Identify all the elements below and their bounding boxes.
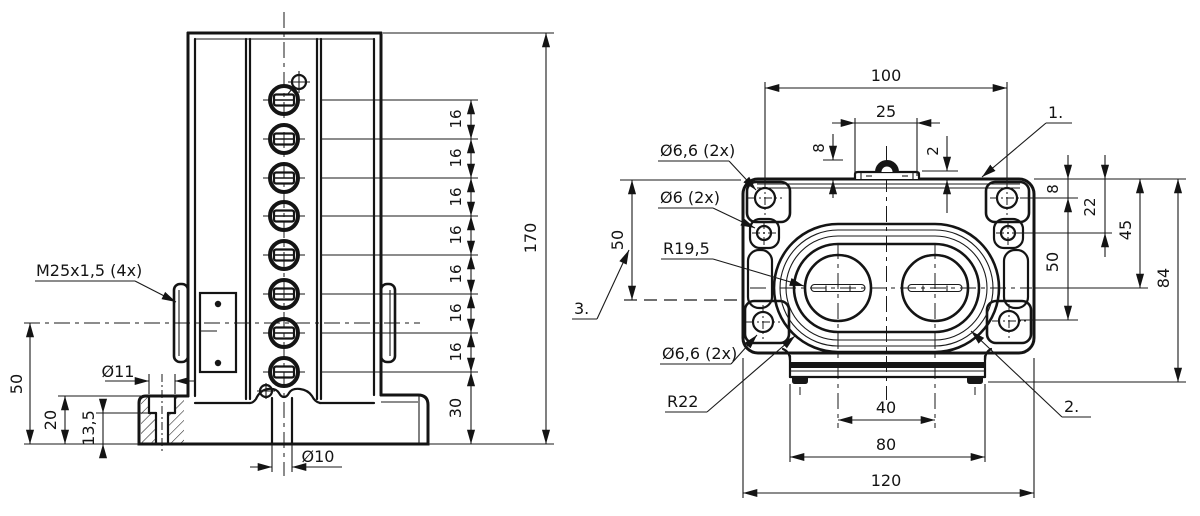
- callout-dia6: Ø6 (2x): [658, 188, 756, 229]
- dim-16-label: 16: [447, 264, 465, 283]
- dim-16-label: 16: [447, 303, 465, 322]
- dim-total-width: 120: [742, 358, 1035, 498]
- dim-total-height: 170: [383, 32, 554, 444]
- dim-16-label: 16: [447, 109, 465, 128]
- base-flange: [137, 383, 430, 446]
- dim-2-label: 2: [924, 146, 942, 156]
- dim-80-label: 80: [876, 435, 896, 454]
- terminal-screw: [263, 356, 305, 388]
- dims-right-stack: 8 22 50 45 84: [988, 155, 1186, 383]
- dim-45-label: 45: [1116, 220, 1135, 240]
- mounting-holes: [746, 181, 1026, 339]
- dim-170-label: 170: [521, 223, 540, 254]
- terminal-screw: [263, 123, 305, 155]
- dim-13-5-label: 13,5: [79, 410, 98, 446]
- callout-r19-5: R19,5: [661, 239, 805, 287]
- note-1-label: 1.: [1048, 103, 1063, 122]
- dim-hole-spacing-h: 100: [764, 66, 1008, 182]
- terminal-screw: [263, 200, 305, 232]
- dim-25-label: 25: [876, 102, 896, 121]
- r19-5-label: R19,5: [663, 239, 710, 258]
- dim-base-height: 30: [428, 372, 554, 445]
- dim-dia10: Ø10: [250, 444, 342, 472]
- dia6-label: Ø6 (2x): [660, 188, 720, 207]
- dim-left-height: 50: [608, 179, 741, 300]
- terminal-screw: [263, 278, 305, 310]
- dim-base-thickness: 20: [41, 395, 141, 444]
- dim-dia10-label: Ø10: [302, 447, 335, 466]
- dim-pitch-stack: 16 16 16 16 16 16 16: [321, 99, 478, 373]
- note-3-label: 3.: [574, 299, 589, 318]
- foot-bracket: [781, 347, 993, 395]
- dim-8-top-label: 8: [810, 143, 828, 153]
- side-view-centerlines: [24, 12, 420, 476]
- base-position-symbol-icon: [257, 383, 275, 399]
- dim-8-right-label: 8: [1044, 184, 1062, 194]
- dim-plate-width: 25: [832, 102, 940, 176]
- dim-foot-width: 80: [789, 384, 986, 462]
- dim-counterbore-depth: 13,5: [79, 398, 149, 459]
- dim-50-label: 50: [7, 374, 26, 394]
- front-view-centerlines: [624, 146, 1148, 428]
- side-view: M25x1,5 (4x) Ø11 Ø10 50: [7, 12, 554, 476]
- front-view: 100 25 8 2 1. Ø6,6 (2x): [572, 66, 1186, 498]
- top-plate: [853, 160, 921, 181]
- note-2: 2.: [970, 330, 1091, 418]
- cable-gland-right: [379, 282, 397, 364]
- callout-dia66-bottom: Ø6,6 (2x): [660, 334, 758, 365]
- terminal-screw: [263, 84, 305, 116]
- tower-outline: [186, 31, 383, 401]
- dim-plate-offset: 2: [922, 136, 958, 213]
- hole-dia6: [752, 221, 776, 245]
- terminal-screw: [263, 239, 305, 271]
- dim-circle-spacing: 40: [838, 398, 935, 425]
- thread-callout-label: M25x1,5 (4x): [36, 261, 142, 280]
- dim-16-label: 16: [447, 148, 465, 167]
- dim-50-left-label: 50: [608, 230, 627, 250]
- dim-dia11: Ø11: [102, 362, 196, 394]
- hole-dia66: [992, 304, 1026, 338]
- dim-100-label: 100: [871, 66, 902, 85]
- dim-50-right-label: 50: [1043, 252, 1062, 272]
- dim-dia11-label: Ø11: [102, 362, 135, 381]
- dim-20-label: 20: [41, 410, 60, 430]
- dim-16-label: 16: [447, 187, 465, 206]
- dim-16-label: 16: [447, 225, 465, 244]
- callout-thread: M25x1,5 (4x): [35, 261, 177, 303]
- terminal-screw: [263, 317, 305, 349]
- hole-dia66: [990, 181, 1024, 215]
- hole-dia66: [746, 305, 780, 339]
- terminal-screw: [263, 162, 305, 194]
- dim-22-label: 22: [1081, 197, 1099, 216]
- r22-label: R22: [667, 392, 698, 411]
- dia66-top-label: Ø6,6 (2x): [660, 141, 735, 160]
- callout-r22: R22: [665, 335, 796, 413]
- gland-openings: [772, 222, 1001, 354]
- dim-120-label: 120: [871, 471, 902, 490]
- hole-dia6: [996, 221, 1020, 245]
- dim-16-label: 16: [447, 342, 465, 361]
- hole-dia66: [748, 181, 782, 215]
- gland-circle-left: [803, 253, 873, 323]
- label-plate: [198, 291, 238, 374]
- terminal-screws: [263, 84, 305, 388]
- dim-84-label: 84: [1154, 268, 1173, 288]
- note-3: 3.: [572, 249, 630, 320]
- callout-dia66-top: Ø6,6 (2x): [658, 141, 757, 191]
- dim-40-label: 40: [876, 398, 896, 417]
- dim-dome-height: 8: [810, 134, 843, 198]
- position-symbol-icon: [286, 71, 310, 96]
- dim-base-to-axis: 50: [7, 323, 139, 445]
- dome-bump: [875, 160, 899, 172]
- note-1: 1.: [981, 103, 1072, 178]
- dim-30-label: 30: [446, 398, 465, 418]
- note-2-label: 2.: [1064, 397, 1079, 416]
- gland-circle-right: [900, 253, 970, 323]
- dia66-bottom-label: Ø6,6 (2x): [662, 344, 737, 363]
- cable-gland-left: [172, 282, 190, 364]
